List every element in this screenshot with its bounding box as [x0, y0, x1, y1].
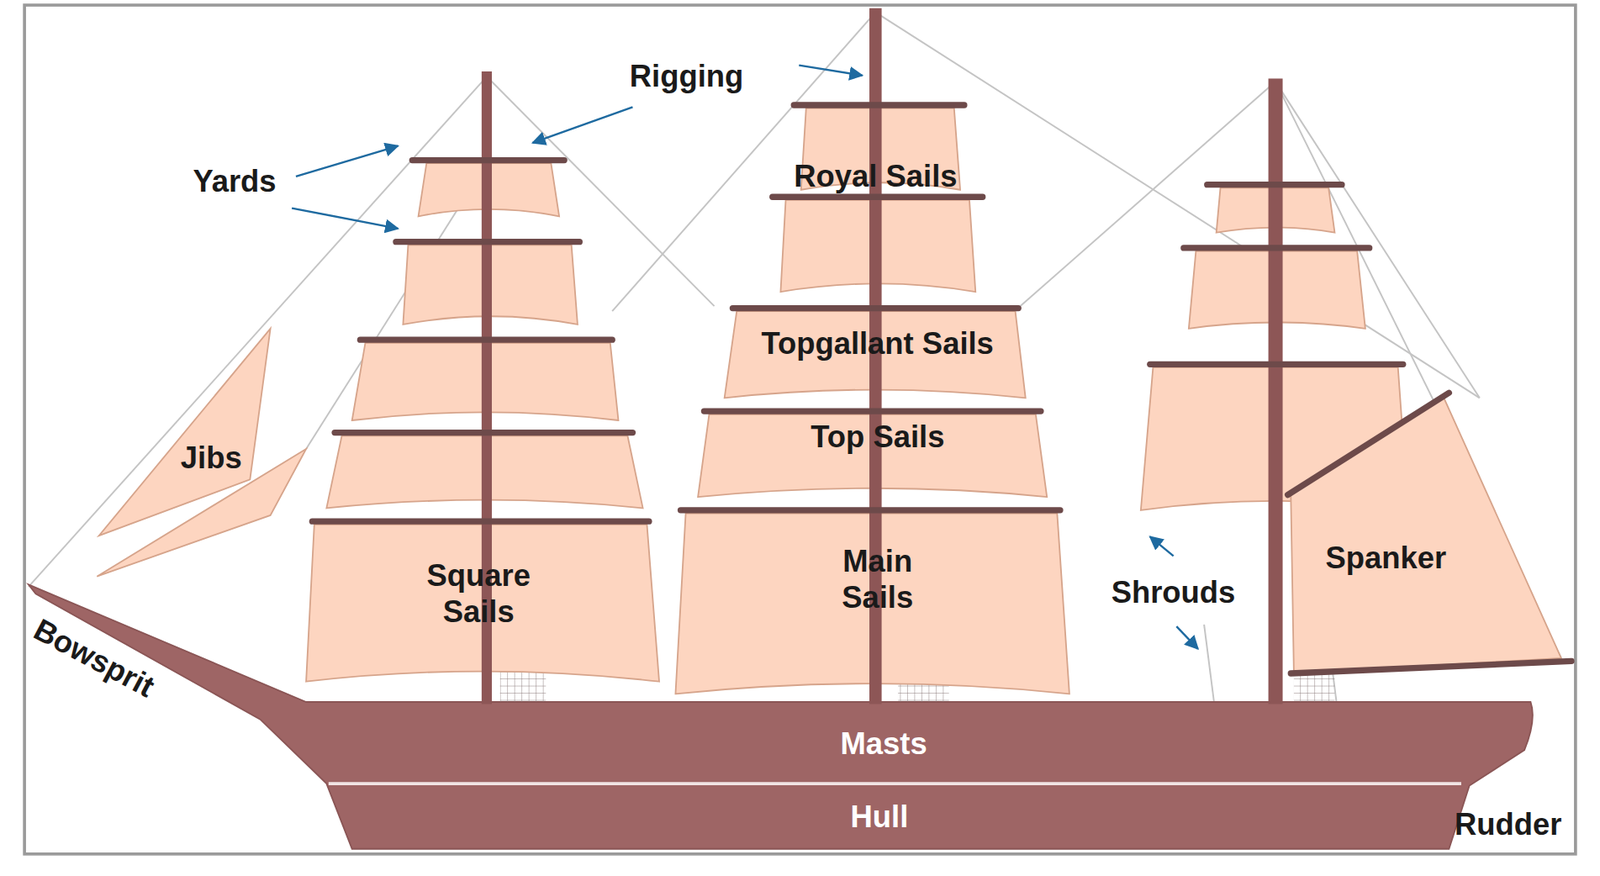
part-label: Rigging: [629, 58, 744, 96]
part-label: Yards: [192, 163, 276, 201]
hull-stripe: [328, 781, 1462, 786]
part-label: Royal Sails: [793, 158, 957, 196]
frame: [24, 5, 1576, 855]
part-label: Bowsprit: [27, 611, 161, 706]
rigging-lines: [28, 12, 1562, 705]
square-sails: [306, 108, 1409, 695]
part-label: Masts: [839, 725, 927, 763]
part-label: Top Sails: [810, 418, 945, 456]
part-label: Topgallant Sails: [760, 325, 993, 363]
part-label: Jibs: [180, 439, 243, 477]
leader-arrows: [291, 65, 1199, 650]
part-label: Hull: [850, 798, 909, 836]
jib-sails: [96, 328, 307, 577]
part-label: Shrouds: [1111, 574, 1236, 612]
part-label: Main Sails: [811, 543, 945, 617]
part-label: Square Sails: [411, 557, 545, 631]
masts: [481, 8, 1284, 705]
spanker-sail: [1290, 397, 1562, 674]
part-label: Spanker: [1325, 539, 1447, 577]
yards: [311, 105, 1572, 674]
part-label: Rudder: [1454, 806, 1562, 844]
